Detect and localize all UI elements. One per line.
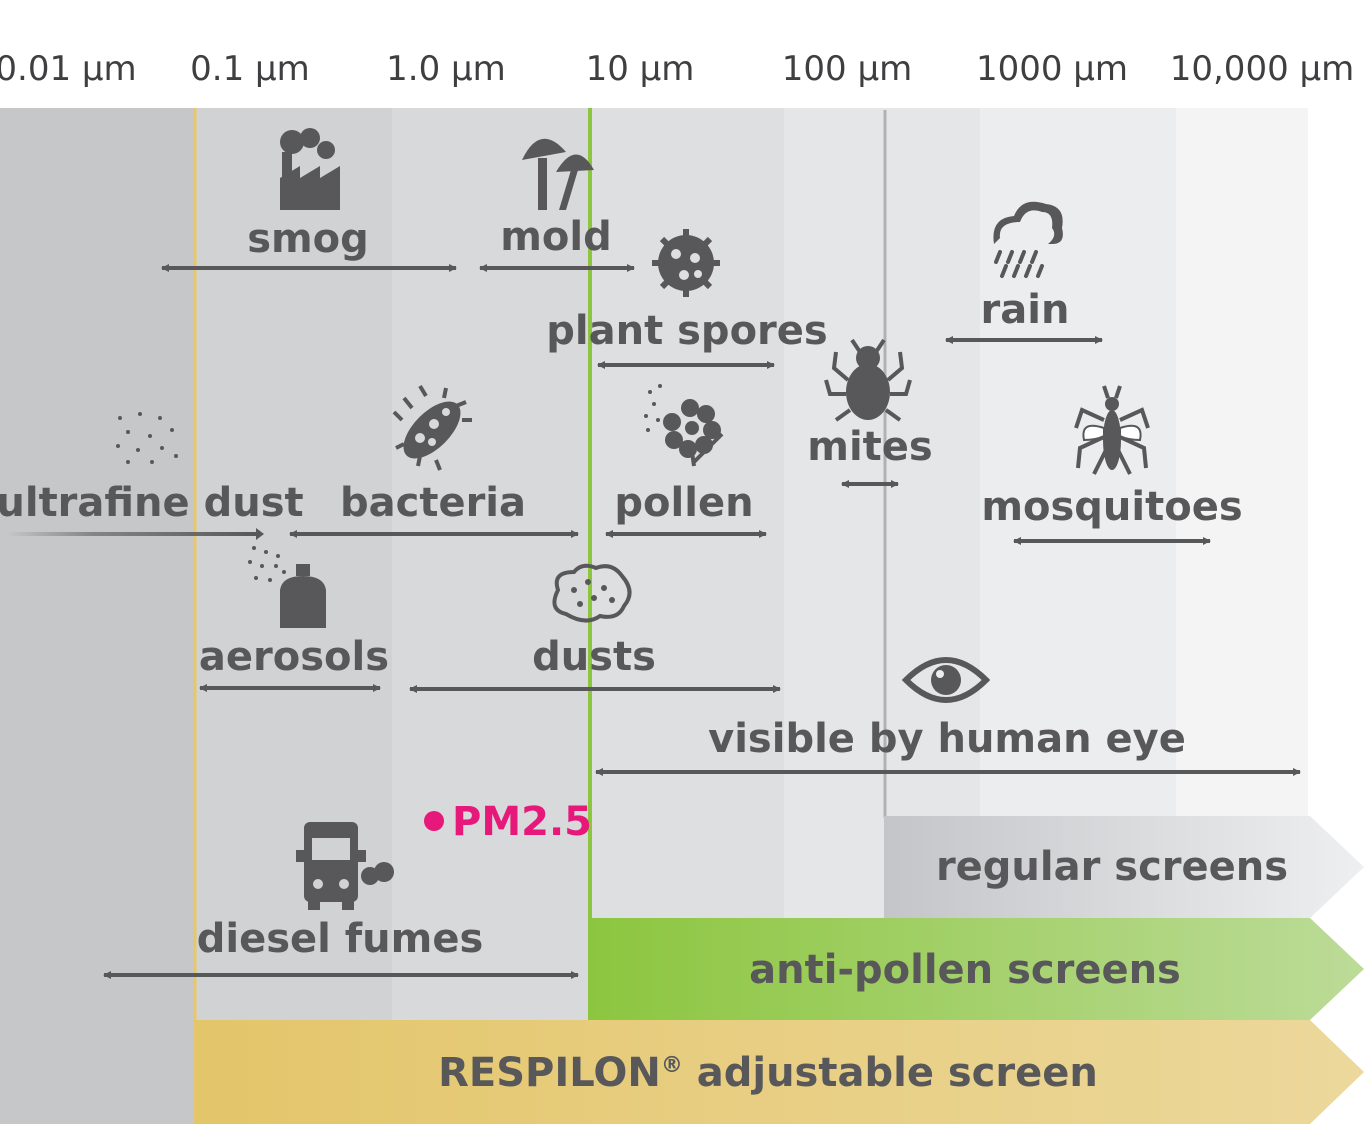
label-rain: rain — [981, 287, 1070, 333]
tick-label: 10,000 µm — [1170, 49, 1355, 89]
label-respilon-screen: RESPILON® adjustable screen — [438, 1050, 1098, 1096]
label-bacteria: bacteria — [340, 480, 526, 526]
label-aerosols: aerosols — [199, 634, 389, 680]
eye-icon — [901, 657, 991, 703]
dust-particles-icon — [116, 412, 178, 464]
label-dusts: dusts — [532, 634, 656, 680]
label-ultrafine-dust: ultrafine dust — [0, 480, 304, 526]
label-mold: mold — [500, 214, 612, 260]
dust-cloud-icon — [552, 563, 632, 623]
anti-pollen-screens-band — [588, 918, 1364, 1020]
label-pm25: PM2.5 — [452, 799, 592, 845]
label-diesel-fumes: diesel fumes — [197, 916, 484, 962]
label-regular-screens: regular screens — [936, 844, 1288, 890]
tick-label: 100 µm — [782, 49, 912, 89]
screen-bands: regular screens anti-pollen screens RESP… — [194, 816, 1364, 1124]
rain-cloud-icon — [993, 201, 1063, 278]
tick-label: 1.0 µm — [386, 49, 506, 89]
spray-can-icon — [248, 546, 326, 628]
label-smog: smog — [247, 216, 369, 262]
truck-icon — [296, 822, 394, 910]
pm25-dot — [424, 811, 444, 831]
spore-icon — [652, 229, 720, 297]
registered-mark: ® — [661, 1053, 683, 1078]
label-plant-spores: plant spores — [546, 308, 827, 354]
label-pollen: pollen — [614, 480, 753, 526]
range-arrows — [6, 264, 1301, 979]
respilon-rest: adjustable screen — [683, 1050, 1098, 1096]
label-visible-by-human-eye: visible by human eye — [708, 716, 1186, 762]
mosquito-icon — [1074, 385, 1150, 475]
range-arrow-ultrafine-dust — [6, 532, 256, 536]
bacteria-icon — [392, 384, 472, 471]
regular-screens-band — [884, 816, 1364, 918]
label-mites: mites — [807, 424, 932, 470]
tick-label: 0.01 µm — [0, 49, 137, 89]
mite-icon — [824, 338, 912, 422]
scale-ticks: 0.01 µm 0.1 µm 1.0 µm 10 µm 100 µm 1000 … — [0, 49, 1354, 89]
range-arrow-ultrafine-dust-head — [256, 528, 264, 540]
tick-label: 10 µm — [586, 49, 695, 89]
flower-icon — [644, 384, 724, 467]
label-anti-pollen-screens: anti-pollen screens — [749, 947, 1181, 993]
label-mosquitoes: mosquitoes — [981, 484, 1242, 530]
tick-label: 1000 µm — [976, 49, 1128, 89]
mushroom-icon — [522, 138, 594, 210]
factory-icon — [280, 128, 340, 210]
respilon-screen-band — [194, 1020, 1364, 1124]
tick-label: 0.1 µm — [190, 49, 310, 89]
respilon-name: RESPILON — [438, 1050, 661, 1096]
